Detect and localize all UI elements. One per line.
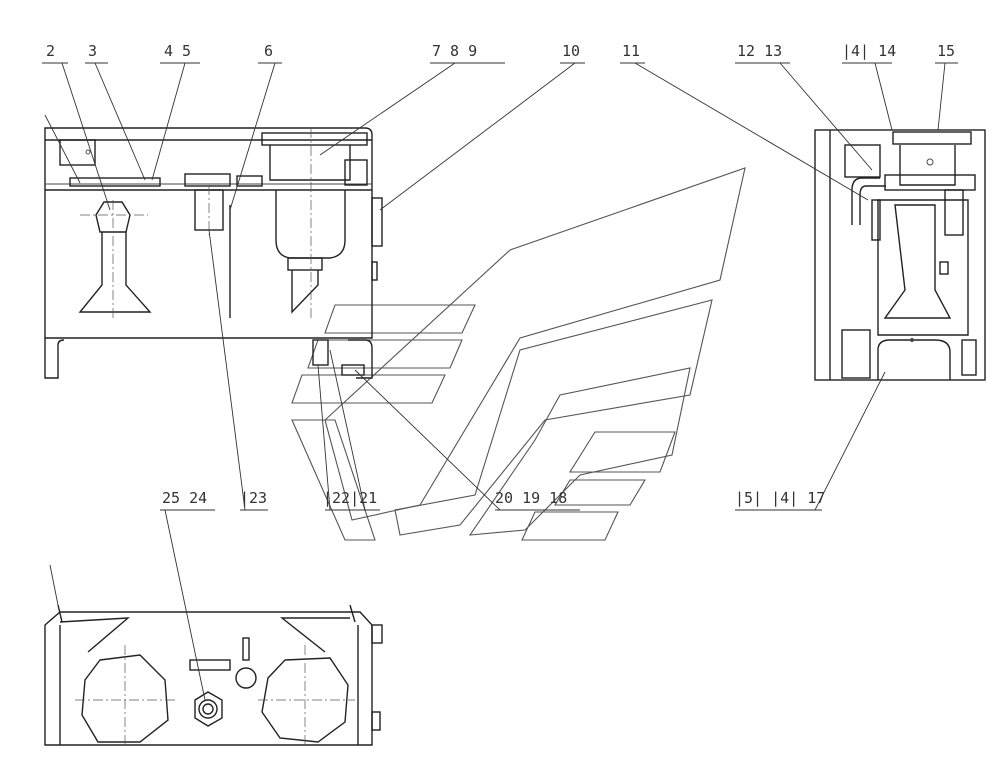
front-view — [44, 127, 383, 379]
callout-20-19-18: 20 19 18 — [495, 489, 567, 507]
callout-11: 11 — [622, 42, 640, 60]
callout-23: |23 — [240, 489, 267, 507]
callout-12-13: 12 13 — [737, 42, 782, 60]
watermark-logo — [291, 167, 746, 541]
callout-3: 3 — [88, 42, 97, 60]
leader-lines — [42, 62, 958, 701]
side-view — [814, 129, 986, 381]
callout-14-14: |4| 14 — [842, 42, 896, 60]
callout-15: 15 — [937, 42, 955, 60]
callout-labels: 2 3 4 5 6 7 8 9 10 11 12 13 |4| 14 15 25… — [46, 42, 955, 507]
callout-22-21: |22|21 — [323, 489, 377, 507]
callout-7-8-9: 7 8 9 — [432, 42, 477, 60]
callout-10: 10 — [562, 42, 580, 60]
callout-6: 6 — [264, 42, 273, 60]
callout-15-14-17: |5| |4| 17 — [735, 489, 825, 507]
callout-25-24: 25 24 — [162, 489, 207, 507]
callout-4-5: 4 5 — [164, 42, 191, 60]
callout-2: 2 — [46, 42, 55, 60]
top-view — [44, 604, 383, 746]
